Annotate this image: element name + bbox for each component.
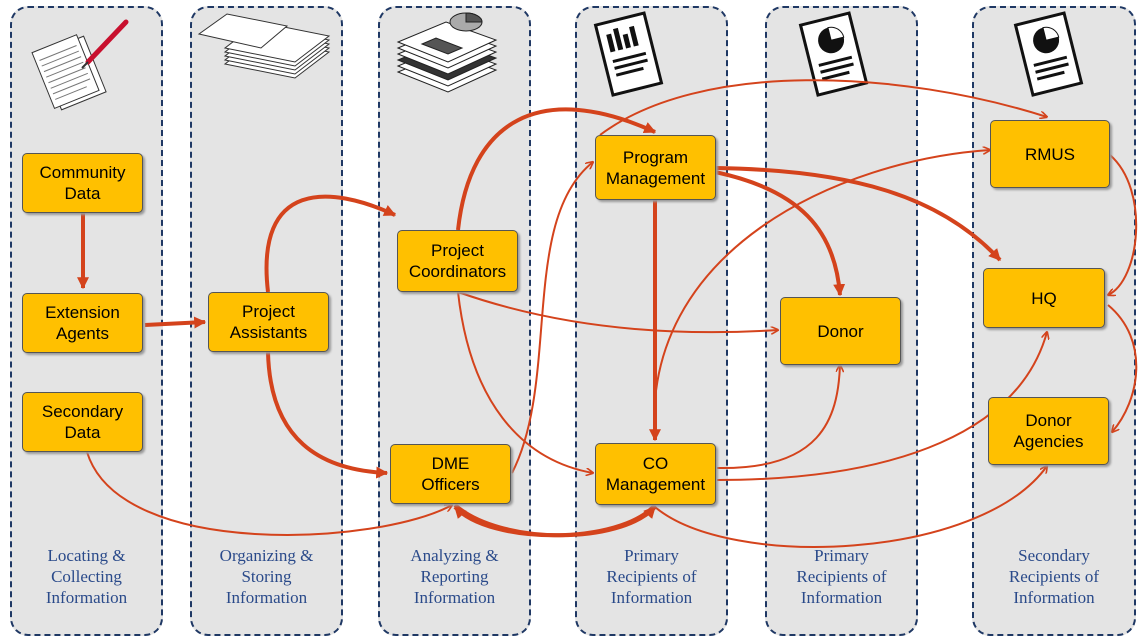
arrow-co-to-hq bbox=[716, 332, 1047, 481]
arrow-program-to-rmus bbox=[599, 79, 1047, 136]
column-label: Analyzing & Reporting Information bbox=[410, 546, 499, 607]
pie-chart-report-icon bbox=[1013, 11, 1084, 97]
node-rmus: RMUS bbox=[990, 120, 1110, 188]
arrow-extension-to-assistants bbox=[144, 316, 207, 329]
arrow-rmus-to-hq bbox=[1108, 154, 1138, 295]
node-secondary-data: Secondary Data bbox=[22, 392, 143, 452]
arrow-program-to-hq bbox=[714, 166, 1002, 262]
arrow-hq-to-donor-agencies bbox=[1107, 304, 1138, 432]
arrow-co-to-donor bbox=[716, 365, 840, 470]
arrow-dme-co-loop bbox=[453, 503, 657, 538]
paper-stack-icon bbox=[197, 13, 331, 79]
node-donor-agencies: Donor Agencies bbox=[988, 397, 1109, 465]
arrow-co-to-donor-agencies bbox=[654, 466, 1047, 548]
column-label: Organizing & Storing Information bbox=[219, 546, 314, 607]
column-label: Locating & Collecting Information bbox=[45, 546, 128, 607]
column-label: Secondary Recipients of Information bbox=[1008, 546, 1100, 607]
arrow-secondary-to-dme bbox=[86, 451, 452, 536]
column-label: Primary Recipients of Information bbox=[796, 546, 887, 607]
arrow-program-to-donor bbox=[714, 170, 846, 297]
node-dme-officers: DME Officers bbox=[390, 444, 511, 504]
node-extension-agents: Extension Agents bbox=[22, 293, 143, 353]
arrow-assistants-to-dme bbox=[266, 351, 389, 479]
arrow-coordinators-to-program bbox=[456, 107, 657, 231]
node-project-coordinators: Project Coordinators bbox=[397, 230, 518, 292]
arrow-assistants-to-coordinators bbox=[264, 194, 397, 293]
bar-chart-report-icon bbox=[593, 11, 664, 97]
arrow-co-dme-loop bbox=[453, 503, 657, 538]
node-hq: HQ bbox=[983, 268, 1105, 328]
column-label: Primary Recipients of Information bbox=[606, 546, 697, 607]
notepad-pen-icon bbox=[31, 19, 129, 111]
pie-chart-report-icon bbox=[798, 11, 869, 97]
node-program-management: Program Management bbox=[595, 135, 716, 200]
node-project-assistants: Project Assistants bbox=[208, 292, 329, 352]
node-community-data: Community Data bbox=[22, 153, 143, 213]
arrow-co-to-rmus bbox=[653, 150, 990, 441]
report-stack-icon bbox=[396, 12, 498, 93]
arrow-coordinators-to-donor bbox=[457, 291, 778, 332]
node-co-management: CO Management bbox=[595, 443, 716, 505]
node-donor: Donor bbox=[780, 297, 901, 365]
arrow-dme-to-program bbox=[511, 162, 593, 474]
arrow-coordinators-to-co bbox=[457, 291, 593, 473]
